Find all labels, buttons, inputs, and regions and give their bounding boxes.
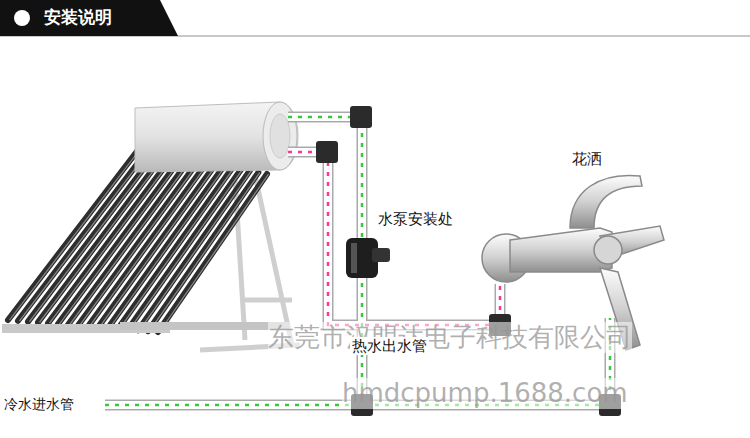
header-bar xyxy=(0,0,750,36)
tube-highlight xyxy=(130,169,243,329)
tube-highlight xyxy=(140,171,252,331)
watermark: 东莞市汉明达电子科技有限公司 xyxy=(268,322,632,353)
pipe-elbows xyxy=(316,106,621,416)
pipe-label: 冷水进水管 xyxy=(4,396,74,413)
pump-symbol xyxy=(346,238,390,278)
tube xyxy=(148,172,258,331)
vacuum-tubes xyxy=(2,150,269,333)
tube-highlight xyxy=(160,174,269,332)
callout-label: 水泵安装处 xyxy=(378,210,453,228)
water-tank xyxy=(120,102,298,330)
tube xyxy=(158,174,267,332)
diagram-title: 安装说明 xyxy=(44,6,112,29)
label-text: 花洒 xyxy=(572,150,602,168)
pipe-label: 热水出水管 xyxy=(350,337,429,355)
tube-highlight xyxy=(150,172,260,331)
tube xyxy=(138,171,250,331)
watermark: hmdcpump.1688.com xyxy=(342,378,628,409)
tube xyxy=(128,169,241,329)
